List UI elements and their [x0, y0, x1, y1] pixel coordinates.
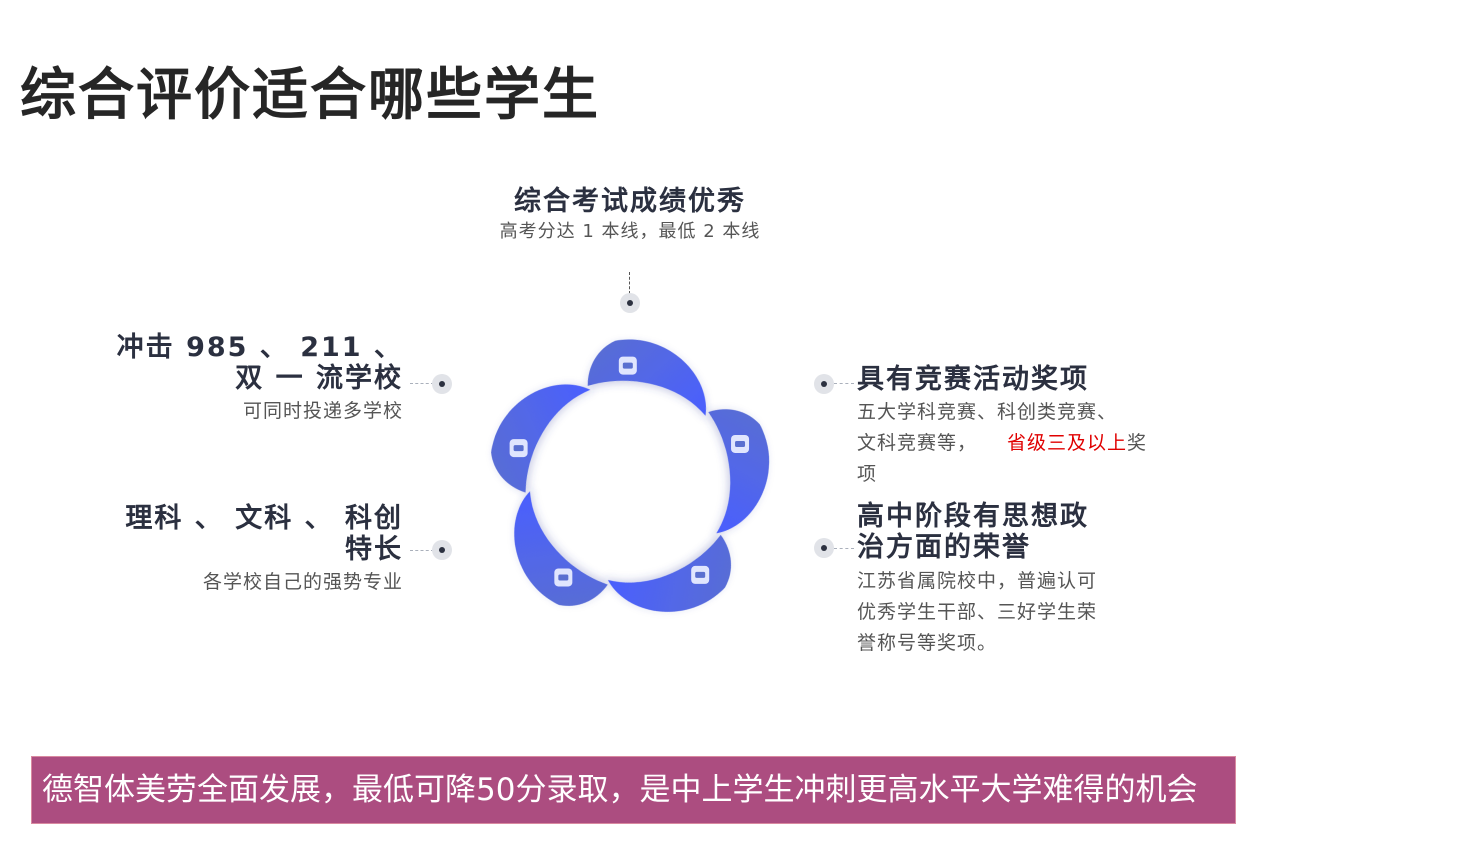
right-bottom-title-line1: 高中阶段有思想政 — [857, 501, 1089, 532]
right-bottom-block: 高中阶段有思想政 治方面的荣誉 江苏省属院校中，普遍认可 优秀学生干部、三好学生… — [857, 501, 1177, 659]
lightbulb-icon — [618, 356, 637, 375]
left-bottom-block: 理科 、 文科 、 科创 特长 各学校自己的强势专业 — [100, 503, 403, 598]
left-top-title-line1: 冲击 985 、 211 、 — [116, 332, 403, 363]
right-bottom-connector — [834, 548, 854, 549]
pinwheel-center — [544, 396, 716, 568]
right-bottom-dot — [814, 538, 834, 558]
left-top-connector — [410, 383, 434, 384]
pinwheel-petal — [514, 491, 608, 606]
pinwheel-petal — [587, 339, 706, 416]
left-top-block: 冲击 985 、 211 、 双 一 流学校 可同时投递多学校 — [100, 332, 403, 427]
right-bottom-title-line2: 治方面的荣誉 — [857, 532, 1031, 563]
left-bottom-connector — [410, 550, 434, 551]
top-connector — [629, 272, 630, 294]
left-bottom-title-line1: 理科 、 文科 、 科创 — [125, 503, 403, 534]
pinwheel-petal — [708, 409, 770, 534]
petal-group — [491, 339, 770, 612]
right-bottom-desc-line3: 誉称号等奖项。 — [857, 632, 998, 654]
clipboard-icon — [509, 439, 528, 458]
bottom-banner: 德智体美劳全面发展，最低可降50分录取，是中上学生冲刺更高水平大学难得的机会 — [31, 756, 1236, 824]
icon-group — [509, 356, 750, 587]
right-top-desc-line2-a: 文科竞赛等， — [857, 432, 978, 454]
left-bottom-title-line2: 特长 — [345, 534, 403, 565]
badge-icon — [731, 434, 750, 453]
page-title: 综合评价适合哪些学生 — [20, 63, 600, 128]
left-top-desc: 可同时投递多学校 — [242, 400, 403, 422]
left-bottom-desc: 各学校自己的强势专业 — [202, 571, 403, 593]
right-top-highlight: 省级三及以上 — [1007, 432, 1128, 454]
badge-icon — [691, 565, 710, 584]
right-top-desc-line1: 五大学科竞赛、科创类竞赛、 — [857, 401, 1118, 423]
right-top-connector — [834, 383, 854, 384]
top-block-desc: 高考分达 1 本线，最低 2 本线 — [499, 221, 761, 242]
top-block-title: 综合考试成绩优秀 — [514, 186, 746, 217]
right-top-dot — [814, 374, 834, 394]
right-bottom-desc-line2: 优秀学生干部、三好学生荣 — [857, 601, 1098, 623]
pinwheel-diagram — [470, 330, 790, 630]
pinwheel-petal — [491, 384, 591, 493]
pinwheel-svg — [491, 339, 770, 612]
pinwheel-petal — [607, 534, 731, 612]
right-top-desc-line3: 项 — [857, 463, 878, 485]
left-top-title-line2: 双 一 流学校 — [235, 363, 403, 394]
right-bottom-desc-line1: 江苏省属院校中，普遍认可 — [857, 570, 1098, 592]
right-top-title: 具有竞赛活动奖项 — [857, 364, 1089, 395]
right-top-desc-line2-b: 奖 — [1127, 432, 1148, 454]
left-bottom-dot — [432, 540, 452, 560]
top-dot — [620, 293, 640, 313]
left-top-dot — [432, 374, 452, 394]
top-block: 综合考试成绩优秀 高考分达 1 本线，最低 2 本线 — [480, 186, 780, 247]
people-icon — [554, 568, 573, 587]
right-top-block: 具有竞赛活动奖项 五大学科竞赛、科创类竞赛、 文科竞赛等， 省级三及以上奖 项 — [857, 364, 1177, 490]
right-top-desc-line2: 文科竞赛等， 省级三及以上奖 — [857, 428, 1177, 459]
